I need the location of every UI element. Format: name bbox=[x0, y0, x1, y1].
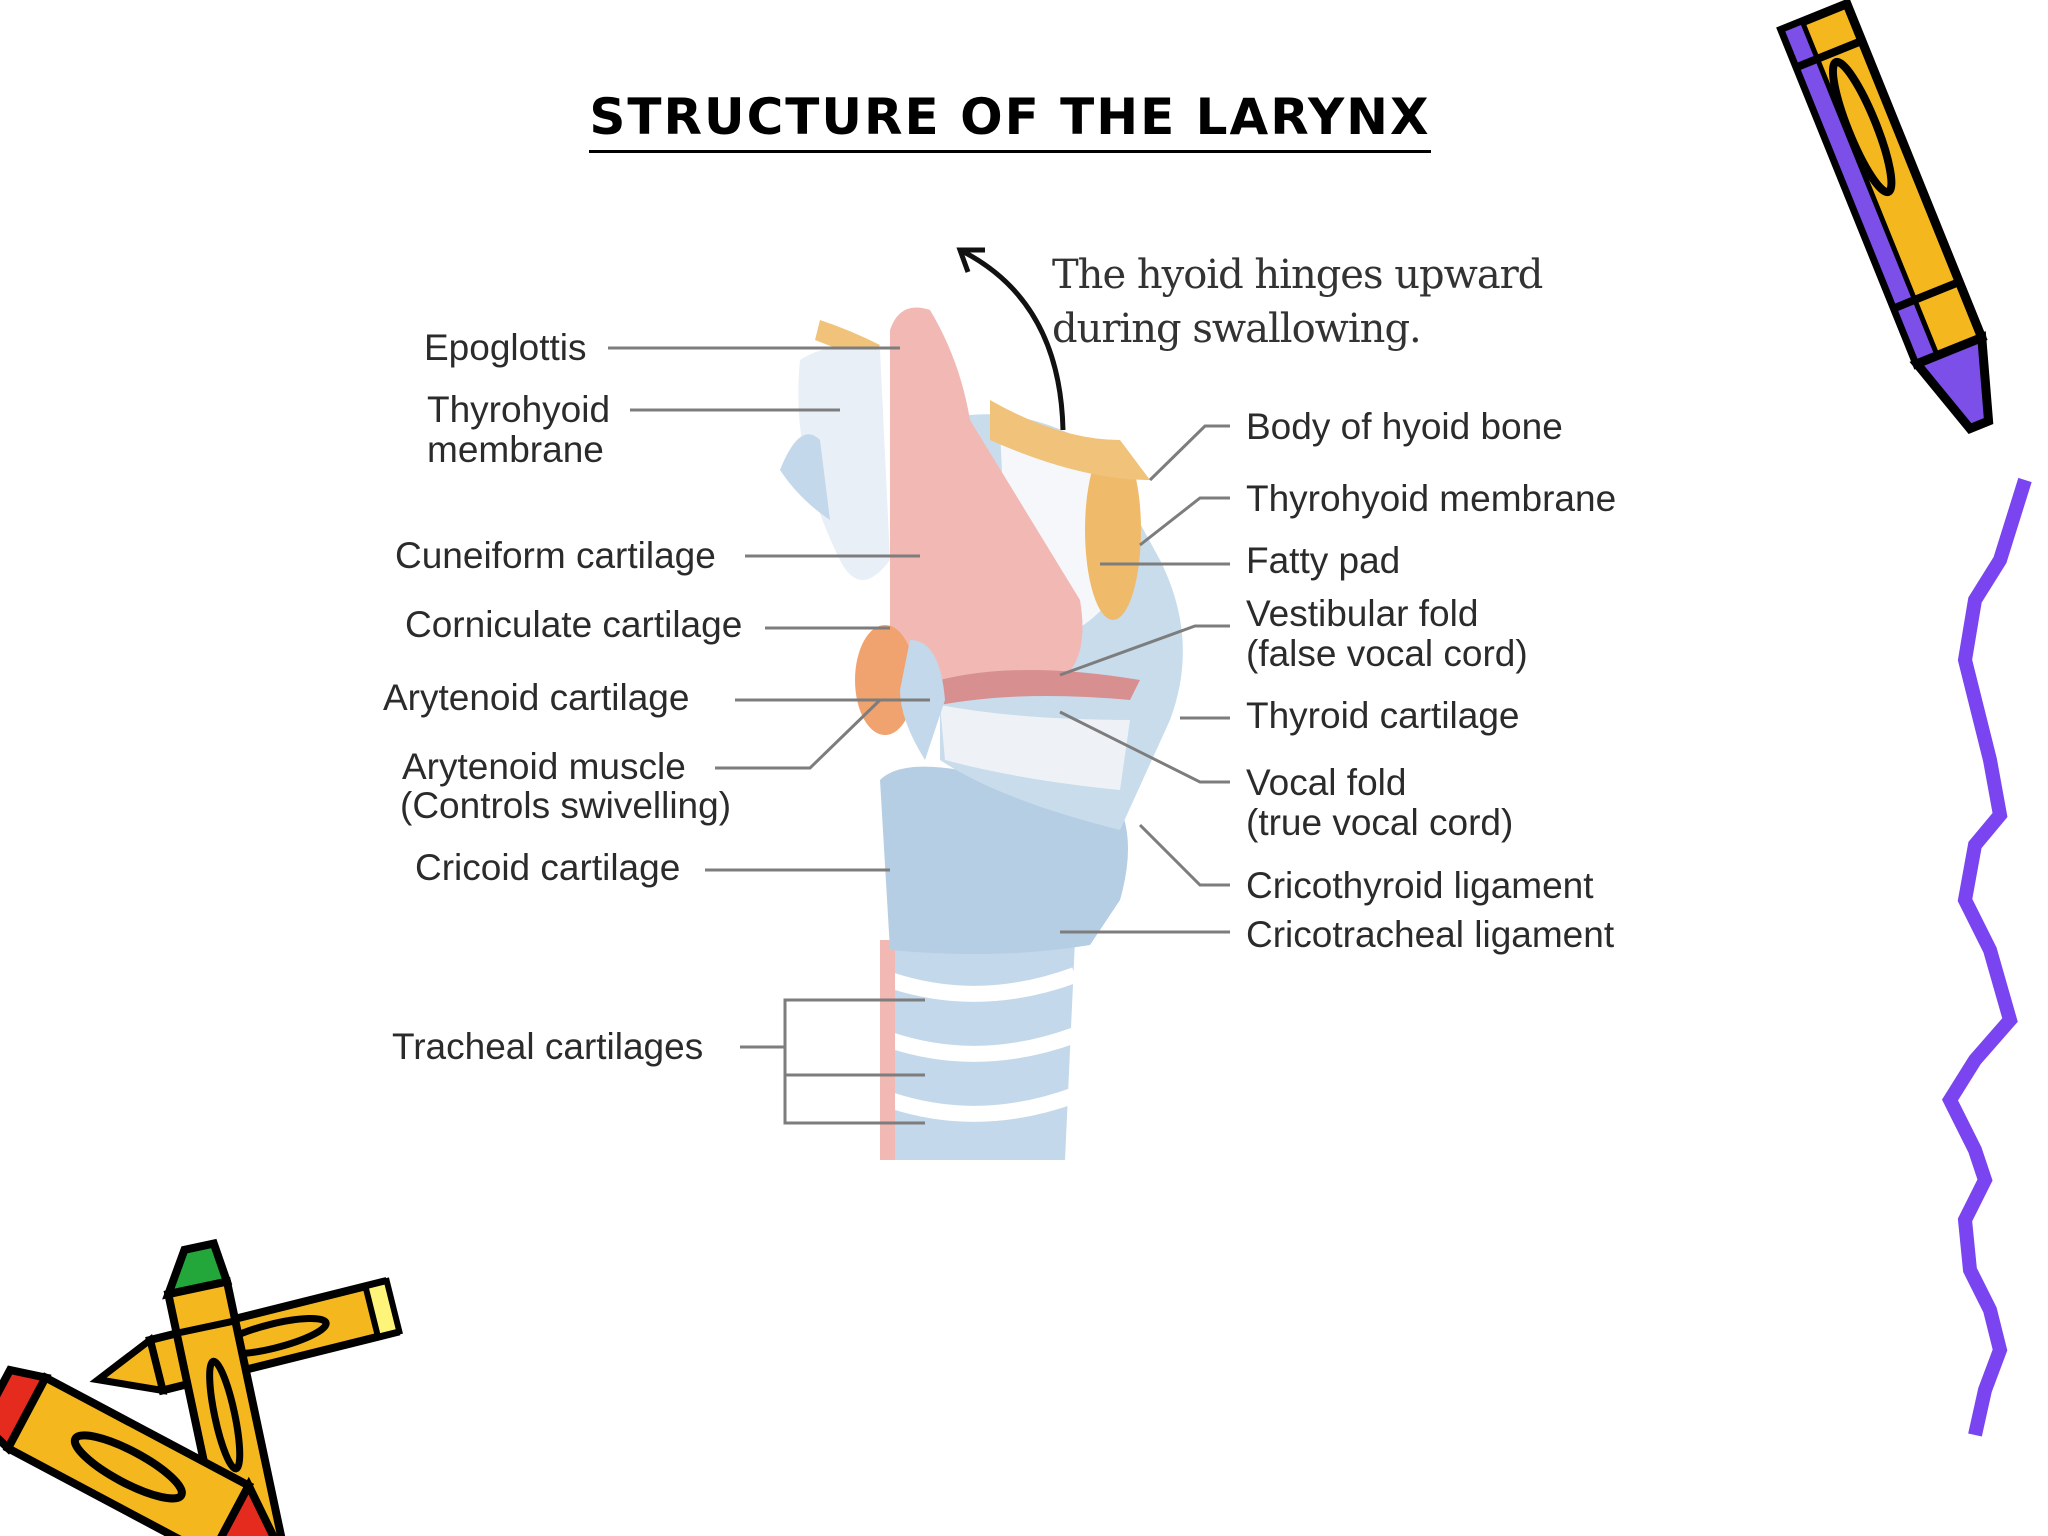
mucosa-shape bbox=[890, 307, 1083, 690]
crayon-pile-icon bbox=[0, 1238, 403, 1536]
label-hyoid-body: Body of hyoid bone bbox=[1246, 406, 1563, 447]
label-cricothyroid: Cricothyroid ligament bbox=[1246, 865, 1594, 906]
label-arytenoid-muscle-2: (Controls swivelling) bbox=[400, 785, 732, 826]
fatty-pad-shape bbox=[1085, 440, 1141, 620]
tracheal-rings bbox=[880, 940, 1078, 1160]
label-corniculate: Corniculate cartilage bbox=[405, 604, 743, 645]
hyoid-note-line1: The hyoid hinges upward bbox=[1052, 252, 1543, 298]
label-epiglottis: Epoglottis bbox=[424, 327, 587, 368]
hyoid-shape bbox=[990, 400, 1150, 480]
label-cricotracheal: Cricotracheal ligament bbox=[1246, 914, 1615, 955]
label-arytenoid-muscle-1: Arytenoid muscle bbox=[402, 746, 686, 787]
label-thyrohyoid-left-1: Thyrohyoid bbox=[427, 389, 611, 430]
label-thyroid: Thyroid cartilage bbox=[1246, 695, 1520, 736]
left-membrane-shape bbox=[798, 346, 890, 580]
label-vestibular-2: (false vocal cord) bbox=[1246, 633, 1528, 674]
label-cricoid: Cricoid cartilage bbox=[415, 847, 681, 888]
label-tracheal: Tracheal cartilages bbox=[392, 1026, 704, 1067]
label-vestibular-1: Vestibular fold bbox=[1246, 593, 1479, 634]
label-cuneiform: Cuneiform cartilage bbox=[395, 535, 716, 576]
label-thyrohyoid-right: Thyrohyoid membrane bbox=[1246, 478, 1617, 519]
hyoid-note-line2: during swallowing. bbox=[1052, 306, 1422, 352]
hinge-arrow-icon bbox=[958, 247, 1066, 431]
label-fatty-pad: Fatty pad bbox=[1246, 540, 1401, 581]
label-arytenoid: Arytenoid cartilage bbox=[383, 677, 690, 718]
leader-lines bbox=[608, 346, 1230, 1125]
arytenoid-shape bbox=[855, 625, 915, 735]
slide-title: STRUCTURE OF THE LARYNX bbox=[0, 88, 2020, 153]
purple-squiggle-border bbox=[1941, 477, 2032, 1437]
label-vocal-fold-1: Vocal fold bbox=[1246, 762, 1407, 803]
vocal-folds-shape bbox=[940, 670, 1140, 705]
label-thyrohyoid-left-2: membrane bbox=[427, 429, 604, 470]
crayon-top-right-icon bbox=[1776, 0, 1994, 435]
label-vocal-fold-2: (true vocal cord) bbox=[1246, 802, 1514, 843]
